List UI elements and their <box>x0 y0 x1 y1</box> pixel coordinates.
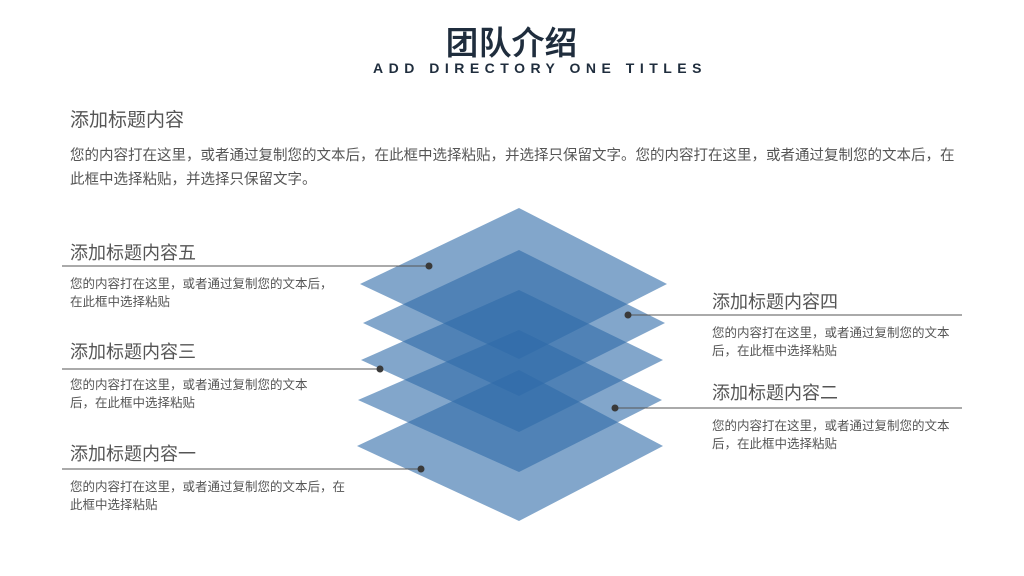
connector-dot-5 <box>425 262 433 270</box>
item-5-heading: 添加标题内容五 <box>70 243 196 264</box>
item-1-body: 您的内容打在这里，或者通过复制您的文本后，在此框中选择粘贴 <box>70 479 346 512</box>
item-4-body: 您的内容打在这里，或者通过复制您的文本后，在此框中选择粘贴 <box>712 325 950 358</box>
item-2-body: 您的内容打在这里，或者通过复制您的文本后，在此框中选择粘贴 <box>712 418 950 451</box>
item-5-body: 您的内容打在这里，或者通过复制您的文本后，在此框中选择粘贴 <box>70 276 333 309</box>
layer-1 <box>357 370 663 521</box>
item-1: 添加标题内容一 您的内容打在这里，或者通过复制您的文本后，在此框中选择粘贴 <box>70 440 345 514</box>
item-4-heading: 添加标题内容四 <box>712 292 838 313</box>
item-2-heading: 添加标题内容二 <box>712 383 838 404</box>
connector-dot-1 <box>417 465 425 473</box>
item-4: 添加标题内容四 您的内容打在这里，或者通过复制您的文本后，在此框中选择粘贴 <box>712 288 974 360</box>
connector-dot-3 <box>376 365 384 373</box>
item-3-body: 您的内容打在这里，或者通过复制您的文本后，在此框中选择粘贴 <box>70 377 308 410</box>
slide-subtitle: ADD DIRECTORY ONE TITLES <box>373 60 707 76</box>
item-5: 添加标题内容五 您的内容打在这里，或者通过复制您的文本后，在此框中选择粘贴 <box>70 239 340 311</box>
connector-dot-4 <box>624 311 632 319</box>
item-1-heading: 添加标题内容一 <box>70 444 196 465</box>
slide-title: 团队介绍 <box>445 24 578 62</box>
connector-dot-2 <box>611 404 619 412</box>
intro-body: 您的内容打在这里，或者通过复制您的文本后，在此框中选择粘贴，并选择只保留文字。您… <box>70 148 955 188</box>
item-2: 添加标题内容二 您的内容打在这里，或者通过复制您的文本后，在此框中选择粘贴 <box>712 379 974 453</box>
intro-heading: 添加标题内容 <box>70 109 185 131</box>
item-3: 添加标题内容三 您的内容打在这里，或者通过复制您的文本后，在此框中选择粘贴 <box>70 338 332 412</box>
item-3-heading: 添加标题内容三 <box>70 342 196 363</box>
